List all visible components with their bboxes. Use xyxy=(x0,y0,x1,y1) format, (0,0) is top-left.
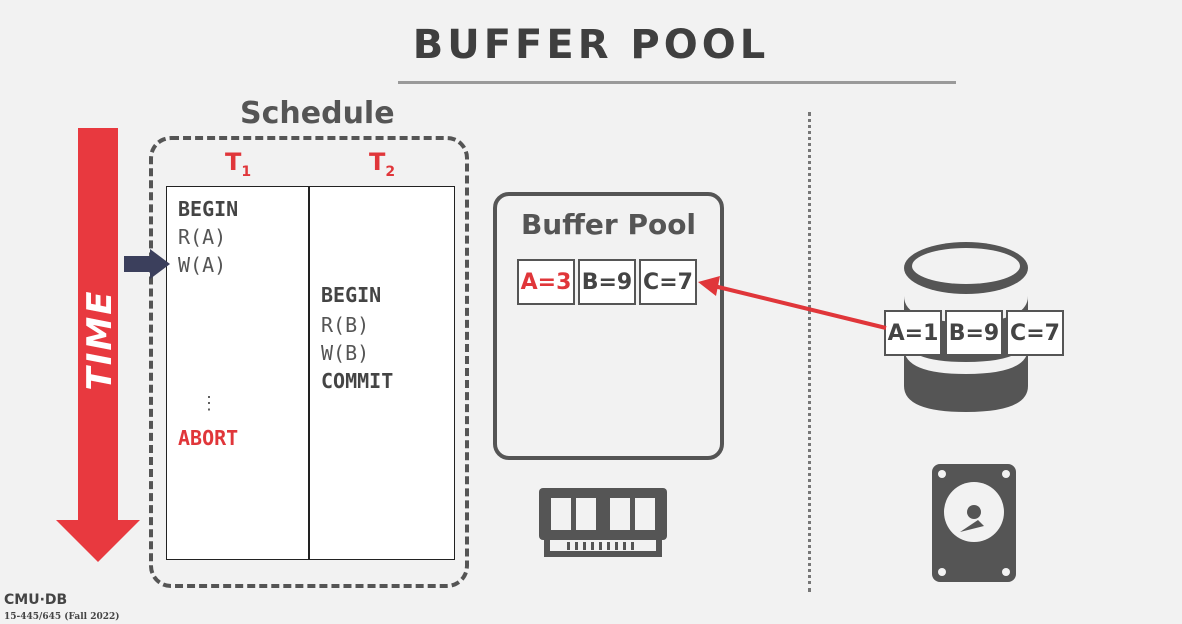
time-label: TIME xyxy=(80,289,120,391)
t1-subscript: 1 xyxy=(241,163,252,180)
buffer-cell-b: B=9 xyxy=(578,259,636,305)
buffer-cell-a: A=3 xyxy=(517,259,575,305)
buffer-pool-page: A=3 B=9 C=7 xyxy=(517,259,700,305)
t1-op-write-a: W(A) xyxy=(178,253,227,277)
schedule-column-divider xyxy=(308,186,310,560)
t2-op-commit: COMMIT xyxy=(321,369,394,393)
schedule-frame xyxy=(149,136,469,588)
disk-cell-a: A=1 xyxy=(884,310,942,356)
buffer-cell-c: C=7 xyxy=(639,259,697,305)
t1-name: T xyxy=(225,148,242,176)
schedule-label: Schedule xyxy=(240,96,395,131)
disk-cell-b: B=9 xyxy=(945,310,1003,356)
t2-op-begin: BEGIN xyxy=(321,283,382,307)
footer-course: 15-445/645 (Fall 2022) xyxy=(4,612,120,622)
t1-op-begin: BEGIN xyxy=(178,197,239,221)
t2-header: T2 xyxy=(369,148,395,180)
t1-op-abort: ABORT xyxy=(178,426,239,450)
t1-op-read-a: R(A) xyxy=(178,225,227,249)
page-load-arrow xyxy=(698,276,887,330)
t2-op-write-b: W(B) xyxy=(321,341,370,365)
t1-op-ellipsis: ⋮ xyxy=(200,393,218,414)
current-step-pointer-icon xyxy=(124,249,170,279)
title-underline xyxy=(398,81,956,84)
hard-disk-icon xyxy=(932,464,1016,582)
time-arrow xyxy=(56,128,140,562)
disk-page: A=1 B=9 C=7 xyxy=(884,310,1067,356)
t2-name: T xyxy=(369,148,386,176)
buffer-pool-frame xyxy=(493,192,724,460)
disk-cell-c: C=7 xyxy=(1006,310,1064,356)
slide-title: BUFFER POOL xyxy=(412,22,770,68)
schedule-table xyxy=(166,186,455,560)
buffer-pool-label: Buffer Pool xyxy=(520,208,697,241)
t2-subscript: 2 xyxy=(385,163,396,180)
memory-disk-separator xyxy=(808,112,811,592)
footer-logo: CMU·DB xyxy=(4,592,68,608)
memory-icon xyxy=(539,488,667,557)
t1-header: T1 xyxy=(225,148,251,180)
t2-op-read-b: R(B) xyxy=(321,313,370,337)
